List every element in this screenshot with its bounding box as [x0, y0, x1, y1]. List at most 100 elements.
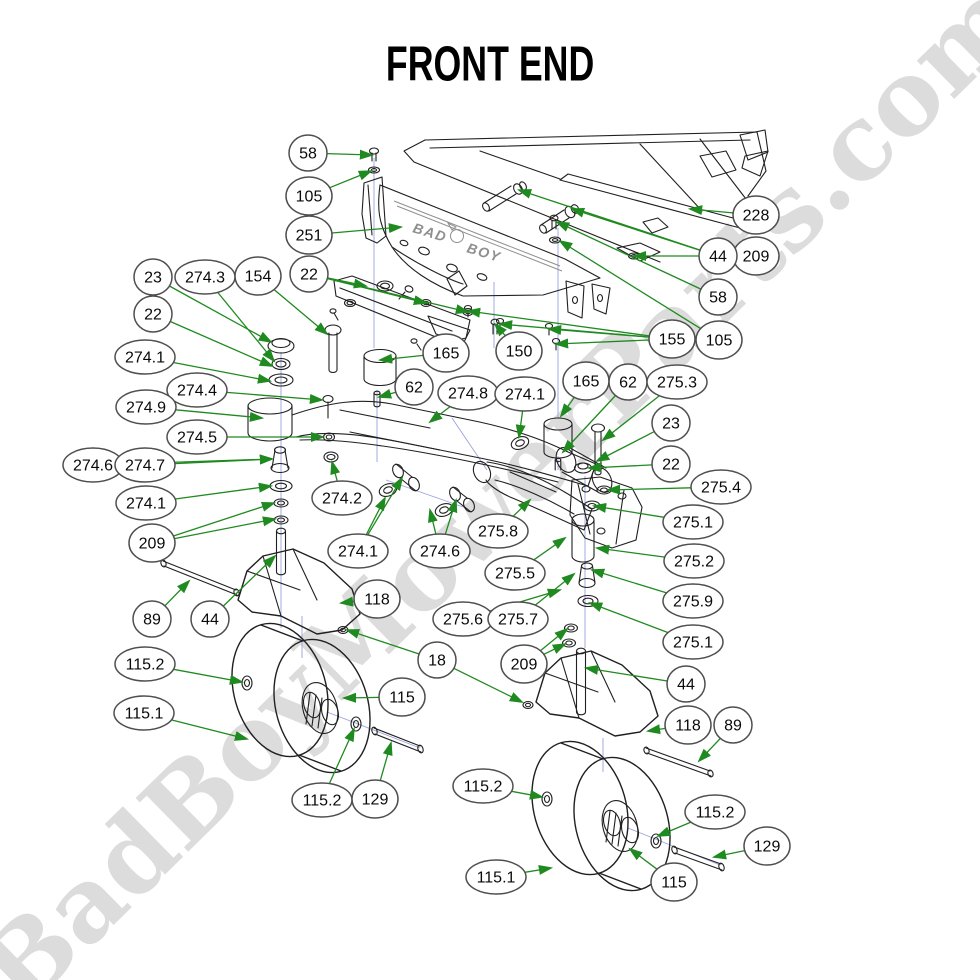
callout-62[interactable]: 62 — [376, 368, 434, 406]
callout-bubble[interactable] — [190, 600, 230, 638]
callout-bubble[interactable] — [690, 469, 752, 505]
callout-22[interactable]: 22 — [586, 445, 691, 483]
callout-118[interactable]: 118 — [338, 579, 401, 619]
callout-bubble[interactable] — [285, 215, 333, 255]
callout-bubble[interactable] — [732, 195, 780, 235]
callout-bubble[interactable] — [115, 389, 177, 425]
callout-bubble[interactable] — [128, 523, 176, 563]
callout-275.5[interactable]: 275.5 — [484, 536, 567, 591]
callout-bubble[interactable] — [133, 295, 173, 333]
callout-274.1[interactable]: 274.1 — [494, 376, 556, 440]
callout-18[interactable]: 18 — [344, 629, 524, 703]
callout-275.3[interactable]: 275.3 — [601, 364, 708, 442]
callout-bubble[interactable] — [115, 485, 177, 521]
callout-118[interactable]: 118 — [645, 705, 712, 745]
callout-bubble[interactable] — [394, 368, 434, 406]
callout-155[interactable]: 155 — [465, 307, 696, 359]
callout-bubble[interactable] — [166, 419, 228, 455]
callout-22[interactable]: 22 — [133, 295, 274, 367]
callout-bubble[interactable] — [651, 404, 691, 442]
callout-bubble[interactable] — [684, 794, 746, 830]
callout-bubble[interactable] — [698, 278, 738, 316]
callout-bubble[interactable] — [713, 706, 753, 744]
callout-115.2[interactable]: 115.2 — [291, 727, 355, 818]
callout-274.6[interactable]: 274.6 — [409, 497, 471, 569]
callout-bubble[interactable] — [465, 859, 527, 895]
callout-bubble[interactable] — [285, 176, 333, 216]
callout-129[interactable]: 129 — [711, 826, 791, 866]
callout-bubble[interactable] — [288, 134, 328, 172]
callout-115.2[interactable]: 115.2 — [656, 794, 746, 837]
callout-228[interactable]: 228 — [687, 195, 780, 235]
callout-115.2[interactable]: 115.2 — [452, 768, 545, 804]
callout-275.9[interactable]: 275.9 — [589, 568, 724, 619]
callout-bubble[interactable] — [351, 779, 399, 819]
callout-bubble[interactable] — [114, 447, 176, 483]
callout-bubble[interactable] — [417, 641, 457, 679]
callout-bubble[interactable] — [289, 255, 329, 293]
callout-105[interactable]: 105 — [285, 170, 373, 216]
callout-89[interactable]: 89 — [697, 706, 753, 763]
callout-bubble[interactable] — [495, 331, 543, 371]
callout-274.1[interactable]: 274.1 — [114, 339, 273, 384]
callout-62[interactable]: 62 — [561, 363, 648, 454]
callout-bubble[interactable] — [500, 644, 548, 684]
callout-275.1[interactable]: 275.1 — [587, 602, 724, 660]
callout-bubble[interactable] — [662, 583, 724, 619]
callout-23[interactable]: 23 — [133, 258, 273, 344]
callout-22[interactable]: 22 — [289, 255, 471, 315]
callout-274.4[interactable]: 274.4 — [166, 372, 325, 408]
callout-bubble[interactable] — [646, 364, 708, 400]
callout-bubble[interactable] — [114, 339, 176, 375]
callout-115.2[interactable]: 115.2 — [114, 646, 245, 685]
callout-115.1[interactable]: 115.1 — [113, 695, 250, 741]
callout-274.8[interactable]: 274.8 — [428, 375, 499, 424]
callout-bubble[interactable] — [409, 533, 471, 569]
callout-bubble[interactable] — [114, 646, 176, 682]
callout-bubble[interactable] — [353, 579, 401, 619]
callout-bubble[interactable] — [666, 665, 706, 703]
callout-bubble[interactable] — [133, 258, 173, 296]
callout-bubble[interactable] — [651, 445, 691, 483]
callout-bubble[interactable] — [487, 601, 549, 637]
callout-275.8[interactable]: 275.8 — [467, 498, 532, 549]
callout-165[interactable]: 165 — [377, 333, 470, 373]
callout-23[interactable]: 23 — [595, 404, 691, 462]
callout-bubble[interactable] — [648, 319, 696, 359]
callout-bubble[interactable] — [166, 372, 228, 408]
callout-105[interactable]: 105 — [558, 239, 743, 360]
callout-275.1[interactable]: 275.1 — [591, 502, 724, 540]
callout-44[interactable]: 44 — [190, 554, 277, 638]
callout-bubble[interactable] — [650, 862, 698, 902]
callout-bubble[interactable] — [662, 624, 724, 660]
callout-150[interactable]: 150 — [493, 322, 543, 371]
callout-bubble[interactable] — [484, 555, 546, 591]
callout-89[interactable]: 89 — [132, 579, 191, 638]
callout-275.2[interactable]: 275.2 — [594, 543, 725, 579]
callout-bubble[interactable] — [327, 533, 389, 569]
callout-bubble[interactable] — [698, 237, 738, 275]
callout-209[interactable]: 209 — [500, 627, 569, 684]
callout-274.1[interactable]: 274.1 — [115, 482, 274, 521]
callout-bubble[interactable] — [452, 768, 514, 804]
callout-209[interactable]: 209 — [128, 502, 278, 563]
callout-274.9[interactable]: 274.9 — [115, 389, 265, 425]
callout-bubble[interactable] — [378, 677, 426, 717]
callout-bubble[interactable] — [743, 826, 791, 866]
callout-bubble[interactable] — [132, 600, 172, 638]
callout-274.5[interactable]: 274.5 — [166, 419, 326, 455]
callout-115[interactable]: 115 — [341, 677, 426, 717]
callout-209[interactable]: 209 — [631, 236, 780, 276]
callout-251[interactable]: 251 — [285, 215, 404, 255]
callout-44[interactable]: 44 — [583, 664, 706, 703]
callout-bubble[interactable] — [113, 695, 175, 731]
callout-154[interactable]: 154 — [234, 256, 329, 336]
callout-bubble[interactable] — [663, 543, 725, 579]
callout-274.1[interactable]: 274.1 — [327, 476, 404, 569]
callout-115.1[interactable]: 115.1 — [465, 859, 554, 895]
callout-129[interactable]: 129 — [351, 740, 399, 819]
callout-bubble[interactable] — [234, 256, 282, 296]
callout-58[interactable]: 58 — [288, 134, 375, 172]
callout-bubble[interactable] — [494, 376, 556, 412]
callout-bubble[interactable] — [311, 480, 373, 516]
